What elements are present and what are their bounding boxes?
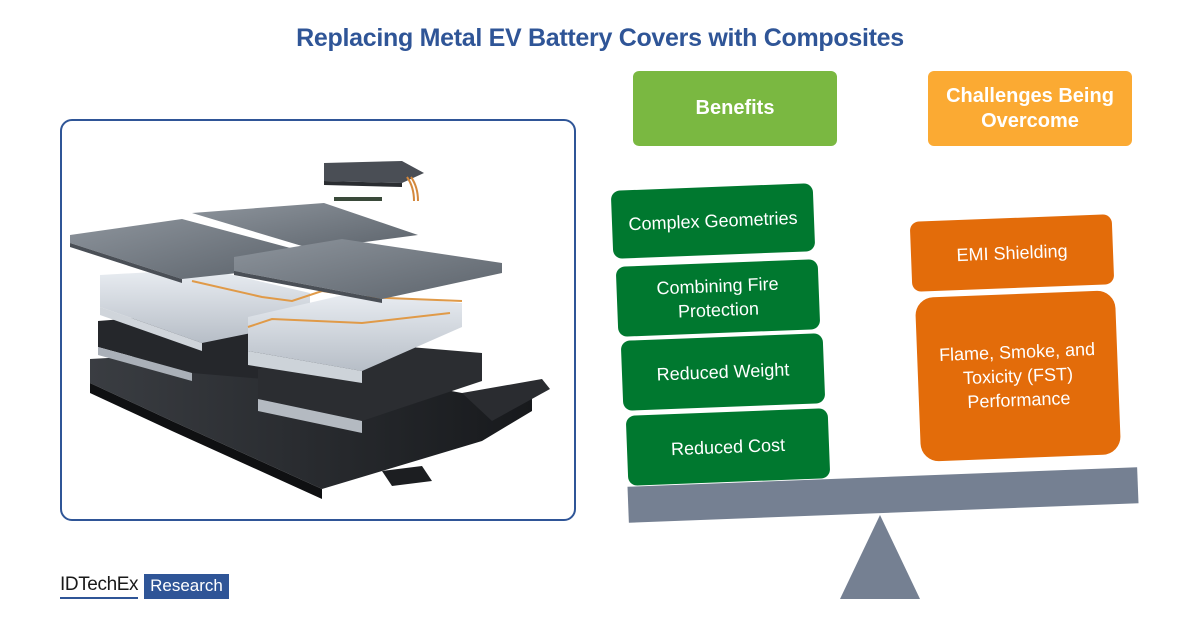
challenges-header-label: Challenges Being Overcome (946, 84, 1114, 132)
benefit-label: Reduced Cost (670, 434, 786, 460)
challenge-card: EMI Shielding (909, 214, 1115, 292)
battery-modules (100, 269, 463, 383)
scale-fulcrum (840, 515, 920, 599)
challenge-label: EMI Shielding (956, 240, 1068, 266)
benefit-card: Reduced Weight (620, 333, 826, 411)
battery-image-frame (60, 119, 576, 521)
benefit-label: Reduced Weight (656, 359, 790, 385)
benefit-label: Combining Fire Protection (656, 273, 779, 322)
benefit-label: Complex Geometries (628, 207, 798, 235)
page-title: Replacing Metal EV Battery Covers with C… (296, 24, 904, 52)
benefit-card: Combining Fire Protection (615, 259, 821, 337)
challenge-card: Flame, Smoke, and Toxicity (FST) Perform… (914, 290, 1122, 462)
bms-unit (324, 161, 424, 202)
battery-pack-illustration (70, 161, 550, 499)
battery-lids (70, 203, 502, 303)
benefits-header-label: Benefits (695, 97, 775, 119)
idtechex-logo: IDTechEx Research (60, 574, 229, 599)
benefit-card: Complex Geometries (610, 183, 816, 259)
challenge-label: Flame, Smoke, and Toxicity (FST) Perform… (938, 339, 1096, 412)
benefits-header: Benefits (633, 71, 837, 146)
logo-badge: Research (144, 574, 229, 599)
challenges-header: Challenges Being Overcome (928, 71, 1132, 146)
logo-brand: IDTechEx (60, 574, 139, 599)
benefit-card: Reduced Cost (625, 408, 831, 486)
